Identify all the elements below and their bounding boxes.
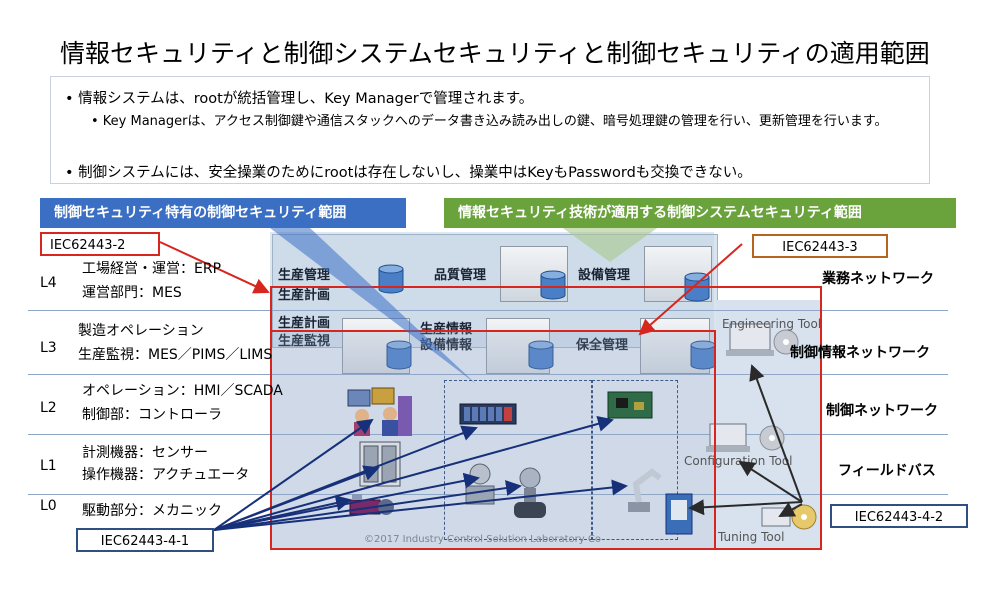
level-desc-l2-line2: 制御部：コントローラ (82, 407, 222, 423)
laptop-icon (706, 423, 785, 452)
level-id-l1: L1 (40, 458, 57, 474)
iec62443-4-1-line (213, 416, 614, 531)
iec62443-4-1-line (213, 479, 628, 531)
laptop-icon (726, 323, 799, 356)
robot-arm-icon (628, 468, 662, 512)
database-icon (528, 340, 554, 370)
overlay-label-prod-monitor: 生産監視 (278, 334, 331, 349)
page-title: 情報セキュリティと制御システムセキュリティと制御セキュリティの適用範囲 (60, 39, 930, 68)
iec62443-4-2-label: IEC62443-4-2 (830, 504, 968, 528)
iec62443-3-label: IEC62443-3 (752, 234, 888, 258)
tuning-tool-label: Tuning Tool (718, 530, 785, 544)
callout-pointer-blue (270, 228, 476, 384)
overlay-label-maintenance: 保全管理 (576, 338, 629, 353)
configuration-tool-label: Configuration Tool (684, 454, 793, 468)
overlay-label-prod-mgmt: 生産管理 (278, 268, 331, 283)
iec62443-4-2-line (749, 364, 803, 503)
level-separator-l4-l3 (28, 310, 948, 311)
level-desc-l3-line1: 製造オペレーション (78, 323, 204, 339)
bullet-control-system: • 制御システムには、安全操業のためにrootは存在しないし、操業中はKeyもP… (65, 165, 752, 181)
iec62443-4-1-line (213, 480, 522, 531)
control-security-scope-callout: 制御セキュリティ特有の制御セキュリティ範囲 (40, 198, 406, 228)
level-desc-l3-line2: 生産監視：MES／PIMS／LIMS (78, 347, 273, 363)
bullet-key-manager: • Key Managerは、アクセス制御鍵や通信スタックへのデータ書き込み読み… (91, 114, 888, 129)
iec62443-2-connector (159, 241, 270, 294)
overlay-label-prod-plan: 生産計画 (278, 288, 331, 303)
level-separator-l3-l2 (28, 374, 948, 375)
overlay-label-quality: 品質管理 (434, 268, 487, 283)
level-id-l4: L4 (40, 275, 57, 291)
overlay-label-prod-plan-2: 生産計画 (278, 316, 331, 331)
level-desc-l0-line1: 駆動部分：メカニック (82, 503, 222, 519)
bullet-root-management: • 情報システムは、rootが統括管理し、Key Managerで管理されます。 (65, 91, 534, 107)
database-icon (386, 340, 412, 370)
level-desc-l4-line1: 工場経営・運営：ERP (82, 261, 222, 277)
iec62443-4-1-line (213, 418, 374, 531)
info-security-tech-scope-callout: 情報セキュリティ技術が適用する制御システムセキュリティ範囲 (444, 198, 956, 228)
overlay-label-equipment: 設備管理 (578, 268, 631, 283)
network-label-control-info: 制御情報ネットワーク (790, 345, 930, 361)
field-device-group-box (592, 380, 678, 540)
network-label-fieldbus: フィールドバス (838, 463, 936, 479)
bullet-box: • 情報システムは、rootが統括管理し、Key Managerで管理されます。… (50, 76, 930, 184)
iec62443-4-1-scope-border (270, 330, 716, 550)
iec62443-4-1-line (213, 425, 478, 531)
copyright-text: ©2017 Industry Control Solution Laborato… (364, 534, 601, 545)
plc-controller-icon (459, 403, 517, 425)
level-desc-l1-line2: 操作機器：アクチュエータ (82, 467, 250, 483)
level-desc-l1-line1: 計測機器：センサー (82, 445, 208, 461)
iec62443-4-2-line (688, 499, 803, 516)
level-id-l0: L0 (40, 498, 57, 514)
control-cabinet-icon (359, 441, 401, 487)
circuit-board-icon (607, 391, 653, 419)
iec62443-2-label: IEC62443-2 (40, 232, 160, 256)
engineering-tool-label: Engineering Tool (722, 317, 822, 331)
iec62443-4-1-line (213, 472, 480, 531)
field-instrument-icon (665, 493, 693, 535)
level-id-l2: L2 (40, 400, 57, 416)
level-id-l3: L3 (40, 340, 57, 356)
level-desc-l2-line1: オペレーション：HMI／SCADA (82, 383, 283, 399)
database-icon (690, 340, 716, 370)
controller-group-box (444, 380, 592, 540)
iec62443-3-connector (638, 243, 743, 336)
network-label-control: 制御ネットワーク (826, 403, 938, 419)
iec62443-4-2-line (738, 460, 803, 503)
callout-pointer-green (560, 226, 660, 262)
overlay-label-prod-info: 生産情報 (420, 322, 473, 337)
iec62443-4-1-label: IEC62443-4-1 (76, 528, 214, 552)
level-desc-l4-line2: 運営部門：MES (82, 285, 182, 301)
network-label-business: 業務ネットワーク (822, 271, 934, 287)
level-separator-l2-l1 (28, 434, 948, 435)
iec62443-4-2-line (778, 502, 803, 517)
actuator-valve-icon (514, 467, 546, 518)
